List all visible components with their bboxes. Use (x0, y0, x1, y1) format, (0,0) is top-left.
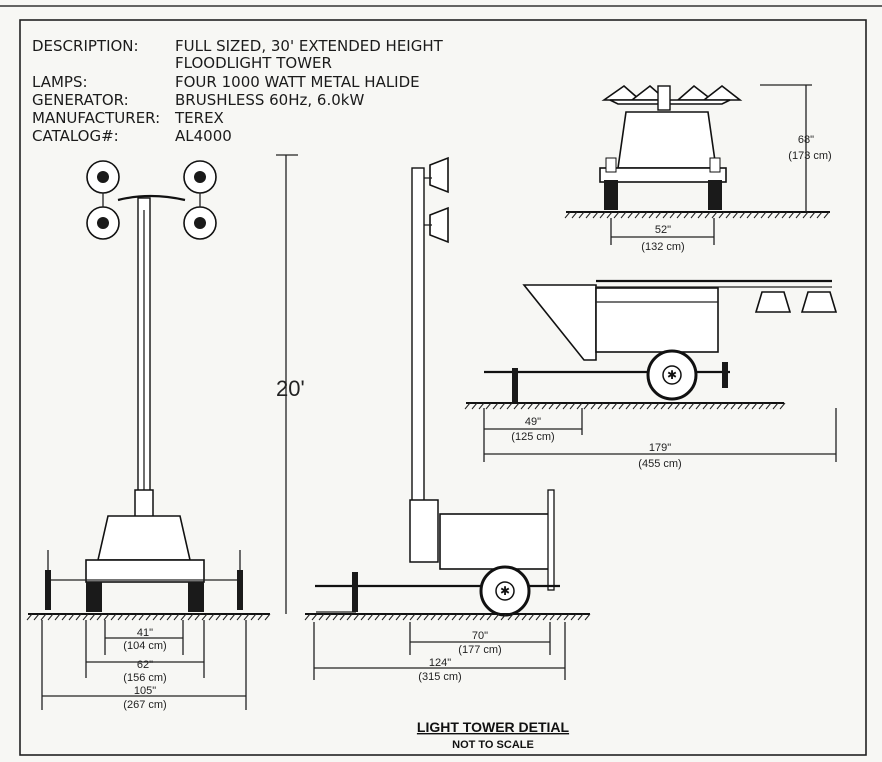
stowed-view: ✱ (484, 279, 838, 402)
caption-subtitle: NOT TO SCALE (452, 739, 534, 751)
side-length-cm: (315 cm) (418, 671, 461, 683)
stowed-length-cm: (455 cm) (638, 458, 681, 470)
caption: LIGHT TOWER DETIAL NOT TO SCALE (417, 719, 570, 751)
front-outrigger-in: 105" (134, 685, 156, 697)
stowed-hood (522, 284, 597, 361)
front-jack-right (237, 570, 243, 610)
front-track-cm: (104 cm) (123, 640, 166, 652)
rear-generator-body (617, 111, 717, 169)
rear-height-cm: (173 cm) (788, 150, 831, 162)
caption-title: LIGHT TOWER DETIAL (417, 719, 570, 735)
front-mast (134, 197, 154, 561)
front-view (45, 160, 243, 612)
front-generator-body (96, 515, 192, 561)
stowed-dimensions: 49" (125 cm) 179" (455 cm) (483, 408, 837, 470)
spec-value-generator: BRUSHLESS 60Hz, 6.0kW (175, 91, 364, 109)
side-view: ✱ (315, 156, 560, 617)
stowed-ground (464, 402, 786, 410)
frame-border (19, 19, 867, 756)
stowed-lamp-1 (754, 291, 792, 313)
side-mast (411, 167, 425, 509)
svg-text:✱: ✱ (500, 584, 510, 598)
side-generator-body (439, 513, 553, 570)
front-frame (85, 559, 205, 583)
rear-dimensions: 68" (173 cm) 52" (132 cm) (610, 84, 832, 253)
spec-label-lamps: LAMPS: (32, 73, 88, 91)
rear-height-in: 68" (798, 134, 814, 146)
side-front-jack (352, 572, 358, 612)
stowed-tongue-cm: (125 cm) (511, 431, 554, 443)
front-width-in: 62" (137, 659, 153, 671)
front-width-cm: (156 cm) (123, 672, 166, 684)
spec-value-manufacturer: TEREX (174, 109, 224, 127)
side-lamp-lower (429, 206, 449, 244)
side-wheel: ✱ (479, 565, 531, 617)
stowed-wheel: ✱ (646, 349, 698, 401)
svg-text:✱: ✱ (667, 368, 677, 382)
spec-label-catalog: CATALOG#: (32, 127, 119, 145)
stowed-generator-body (595, 287, 719, 353)
side-axle-cm: (177 cm) (458, 644, 501, 656)
rear-width-in: 52" (655, 224, 671, 236)
front-wheel-left (86, 582, 102, 612)
side-ground (304, 613, 591, 621)
front-jack-left (45, 570, 51, 610)
spec-value-lamps: FOUR 1000 WATT METAL HALIDE (175, 73, 420, 91)
stowed-lamp-2 (800, 291, 838, 313)
side-axle-in: 70" (472, 630, 488, 642)
spec-label-generator: GENERATOR: (32, 91, 129, 109)
rear-ground (564, 211, 830, 219)
front-lamps (86, 160, 217, 240)
side-lamp-upper (429, 156, 449, 194)
height-label: 20' (276, 376, 305, 401)
rear-wheel-right (708, 180, 722, 210)
stowed-length-in: 179" (649, 442, 671, 454)
rear-width-cm: (132 cm) (641, 241, 684, 253)
spec-block: DESCRIPTION: FULL SIZED, 30' EXTENDED HE… (32, 37, 444, 145)
spec-value-description-2: FLOODLIGHT TOWER (175, 54, 332, 72)
rear-wheel-left (604, 180, 618, 210)
rear-view (599, 84, 743, 210)
spec-label-description: DESCRIPTION: (32, 37, 139, 55)
height-dimension: 20' (276, 154, 305, 614)
spec-value-description: FULL SIZED, 30' EXTENDED HEIGHT (175, 37, 444, 55)
spec-label-manufacturer: MANUFACTURER: (32, 109, 160, 127)
front-wheel-right (188, 582, 204, 612)
side-dimensions: 70" (177 cm) 124" (315 cm) (313, 622, 566, 683)
front-outrigger-cm: (267 cm) (123, 699, 166, 711)
front-ground (26, 613, 271, 621)
side-length-in: 124" (429, 657, 451, 669)
front-dimensions: 41" (104 cm) 62" (156 cm) 105" (267 cm) (41, 620, 247, 711)
stowed-tongue-in: 49" (525, 416, 541, 428)
front-track-in: 41" (137, 627, 153, 639)
spec-value-catalog: AL4000 (175, 127, 232, 145)
